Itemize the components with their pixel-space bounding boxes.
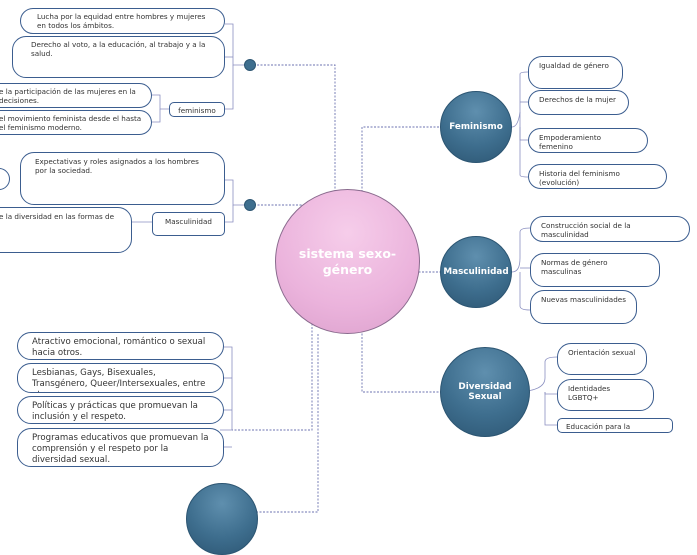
topic-movimiento-feminista[interactable]: el movimiento feminista desde el hasta e…: [0, 110, 152, 135]
topic-label: Atractivo emocional, romántico o sexual …: [32, 337, 206, 358]
topic-label: el movimiento feminista desde el hasta e…: [0, 114, 142, 132]
topic-construccion-social-masculinidad[interactable]: Construcción social de la masculinidad: [530, 216, 690, 242]
central-topic-node[interactable]: sistema sexo-género: [275, 189, 420, 334]
topic-normas-de-genero-masculinas[interactable]: Normas de género masculinas: [530, 253, 660, 287]
topic-educacion-para-la-diversidad[interactable]: Educación para la diversidad: [557, 418, 673, 433]
topic-historia-del-feminismo[interactable]: Historia del feminismo (evolución): [528, 164, 667, 189]
topic-empoderamiento-femenino[interactable]: Empoderamiento femenino: [528, 128, 648, 153]
label-feminismo[interactable]: feminismo: [169, 102, 225, 117]
central-topic-label: sistema sexo-género: [298, 245, 397, 277]
topic-diversidad-formas[interactable]: e la diversidad en las formas de: [0, 207, 132, 253]
topic-label: Programas educativos que promuevan la co…: [32, 433, 209, 465]
topic-label: Identidades LGBTQ+: [568, 384, 611, 402]
topic-label: Normas de género masculinas: [541, 258, 608, 276]
topic-derechos-de-la-mujer[interactable]: Derechos de la mujer: [528, 90, 629, 115]
topic-label: Empoderamiento femenino: [539, 133, 602, 151]
topic-label: Políticas y prácticas que promuevan la i…: [32, 401, 198, 422]
topic-label: Derechos de la mujer: [539, 95, 616, 104]
branch-node-dot[interactable]: [244, 199, 256, 211]
topic-lesbianas-gays[interactable]: Lesbianas, Gays, Bisexuales, Transgénero…: [17, 363, 224, 393]
topic-label: Educación para la diversidad: [566, 422, 631, 432]
topic-label: Expectativas y roles asignados a los hom…: [35, 157, 199, 175]
topic-derecho-al-voto[interactable]: Derecho al voto, a la educación, al trab…: [12, 36, 225, 78]
topic-orientacion-sexual[interactable]: Orientación sexual: [557, 343, 647, 375]
topic-label: Construcción social de la masculinidad: [541, 221, 631, 239]
branch-node-partial[interactable]: [186, 483, 258, 555]
topic-label: Lucha por la equidad entre hombres y muj…: [37, 12, 206, 30]
topic-participacion-mujeres[interactable]: e la participación de las mujeres en la …: [0, 83, 152, 108]
topic-label: Igualdad de género: [539, 61, 609, 70]
topic-label: e la participación de las mujeres en la …: [0, 87, 136, 105]
topic-label: feminismo: [178, 106, 216, 115]
connector-lines: [0, 23, 558, 513]
topic-nuevas-masculinidades[interactable]: Nuevas masculinidades: [530, 290, 637, 324]
topic-expectativas-y-roles[interactable]: Expectativas y roles asignados a los hom…: [20, 152, 225, 205]
topic-label: Historia del feminismo (evolución): [539, 169, 620, 187]
label-masculinidad[interactable]: Masculinidad: [152, 212, 225, 236]
branch-node-dot[interactable]: [244, 59, 256, 71]
topic-programas-educativos[interactable]: Programas educativos que promuevan la co…: [17, 428, 224, 467]
topic-label: e la diversidad en las formas de: [0, 212, 115, 221]
branch-diversidad-sexual[interactable]: Diversidad Sexual: [440, 347, 530, 437]
topic-igualdad-de-genero[interactable]: Igualdad de género: [528, 56, 623, 89]
topic-politicas-y-practicas[interactable]: Políticas y prácticas que promuevan la i…: [17, 396, 224, 424]
branch-label: Feminismo: [449, 122, 503, 132]
topic-atractivo-emocional[interactable]: Atractivo emocional, romántico o sexual …: [17, 332, 224, 360]
topic-identidades-lgbtq[interactable]: Identidades LGBTQ+: [557, 379, 654, 411]
branch-masculinidad[interactable]: Masculinidad: [440, 236, 512, 308]
topic-lucha-por-la-equidad[interactable]: Lucha por la equidad entre hombres y muj…: [20, 8, 225, 34]
branch-label: Diversidad Sexual: [458, 382, 512, 402]
topic-label: Nuevas masculinidades: [541, 295, 626, 304]
topic-label: Lesbianas, Gays, Bisexuales, Transgénero…: [32, 368, 206, 392]
branch-label: Masculinidad: [443, 267, 509, 277]
topic-label: Orientación sexual: [568, 348, 636, 357]
topic-label: Derecho al voto, a la educación, al trab…: [31, 40, 206, 58]
branch-feminismo[interactable]: Feminismo: [440, 91, 512, 163]
topic-label: Masculinidad: [165, 217, 212, 226]
